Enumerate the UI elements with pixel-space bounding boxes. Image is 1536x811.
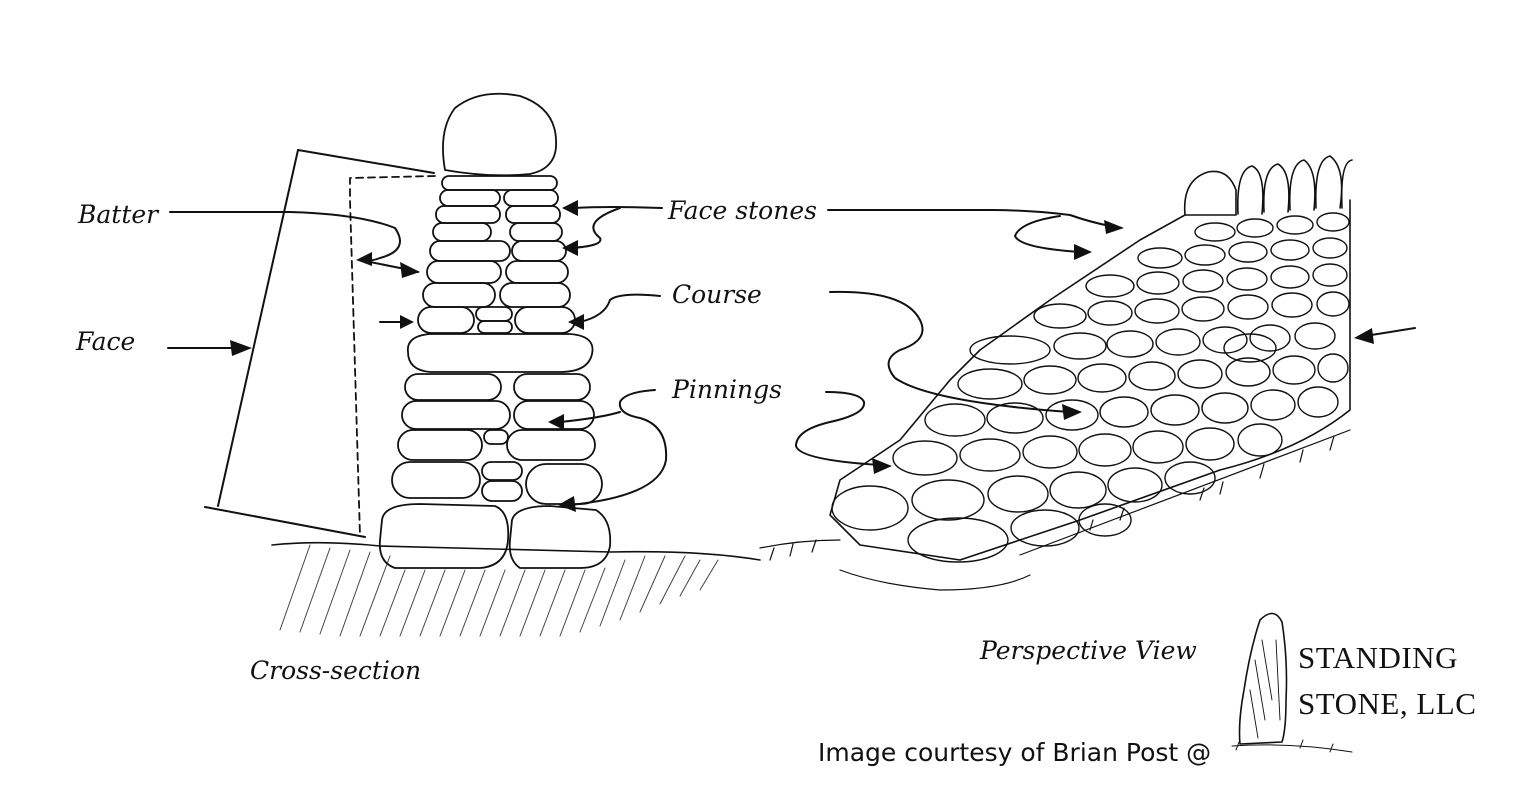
pinnings-arrow-left-2 — [559, 411, 621, 423]
standing-stone-logo — [1231, 612, 1353, 753]
label-face: Face — [76, 327, 136, 356]
label-face-stones: Face stones — [668, 196, 817, 225]
batter-dashed-line — [349, 175, 436, 537]
label-batter: Batter — [78, 200, 159, 229]
course-arrow-left — [579, 293, 661, 323]
course-arrow-right — [829, 290, 1071, 413]
brand-line-1: STANDING — [1298, 640, 1458, 675]
face-bracket — [204, 149, 435, 538]
perspective-wall — [759, 155, 1353, 591]
caption-cross-section: Cross-section — [250, 656, 422, 685]
label-course: Course — [672, 280, 762, 309]
pinnings-arrow-left — [569, 389, 668, 506]
label-pinnings: Pinnings — [672, 375, 782, 404]
face-stones-arrow-right — [827, 209, 1111, 253]
face-stones-arrow-left — [569, 206, 663, 249]
batter-arrow — [169, 211, 419, 273]
pinnings-arrow-right — [795, 391, 881, 466]
brand-line-2: STONE, LLC — [1298, 686, 1477, 721]
image-credit: Image courtesy of Brian Post @ — [818, 738, 1212, 767]
caption-perspective-view: Perspective View — [980, 636, 1197, 665]
cross-section-wall — [378, 92, 612, 569]
ground-hatching — [279, 544, 719, 637]
